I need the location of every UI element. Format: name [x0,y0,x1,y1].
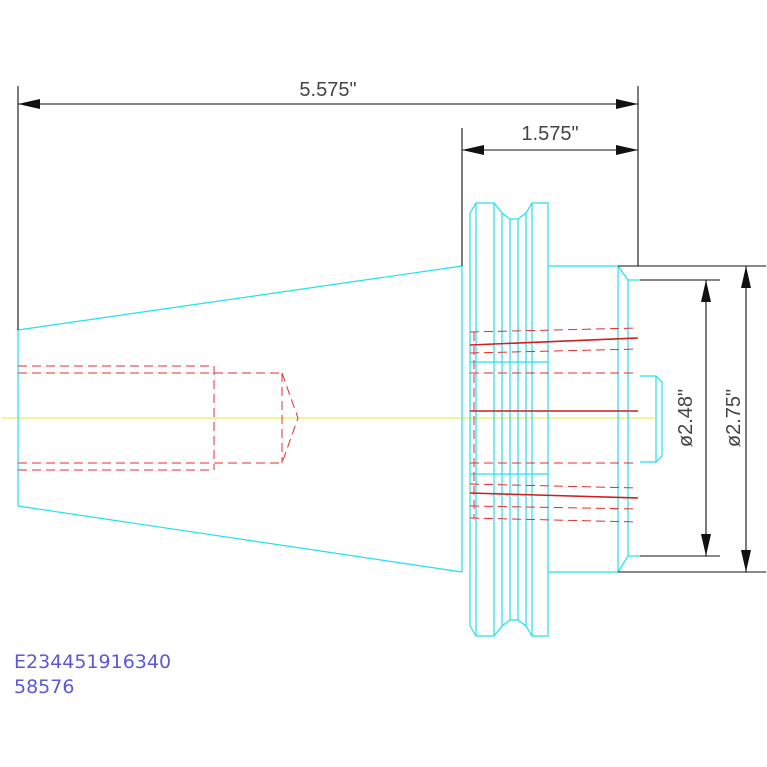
part-code-line-1: E234451916340 [14,651,171,673]
nose-bore-hidden [469,327,639,523]
outer-diameter-label: ø2.75" [723,389,745,447]
inner-diameter-label: ø2.48" [675,389,697,447]
dimension-outer-diameter: ø2.75" [618,265,766,573]
tapered-shank [17,265,463,573]
dimension-flange-length: 1.575" [461,123,638,266]
flange [469,202,549,637]
nose-body [548,265,663,573]
dimension-overall-length: 5.575" [17,79,639,330]
shank-bore-hidden [18,365,299,471]
dimension-inner-diameter: ø2.48" [640,279,720,557]
overall-length-label: 5.575" [299,79,356,101]
flange-length-label: 1.575" [521,123,578,145]
part-code-line-2: 58576 [14,676,74,698]
